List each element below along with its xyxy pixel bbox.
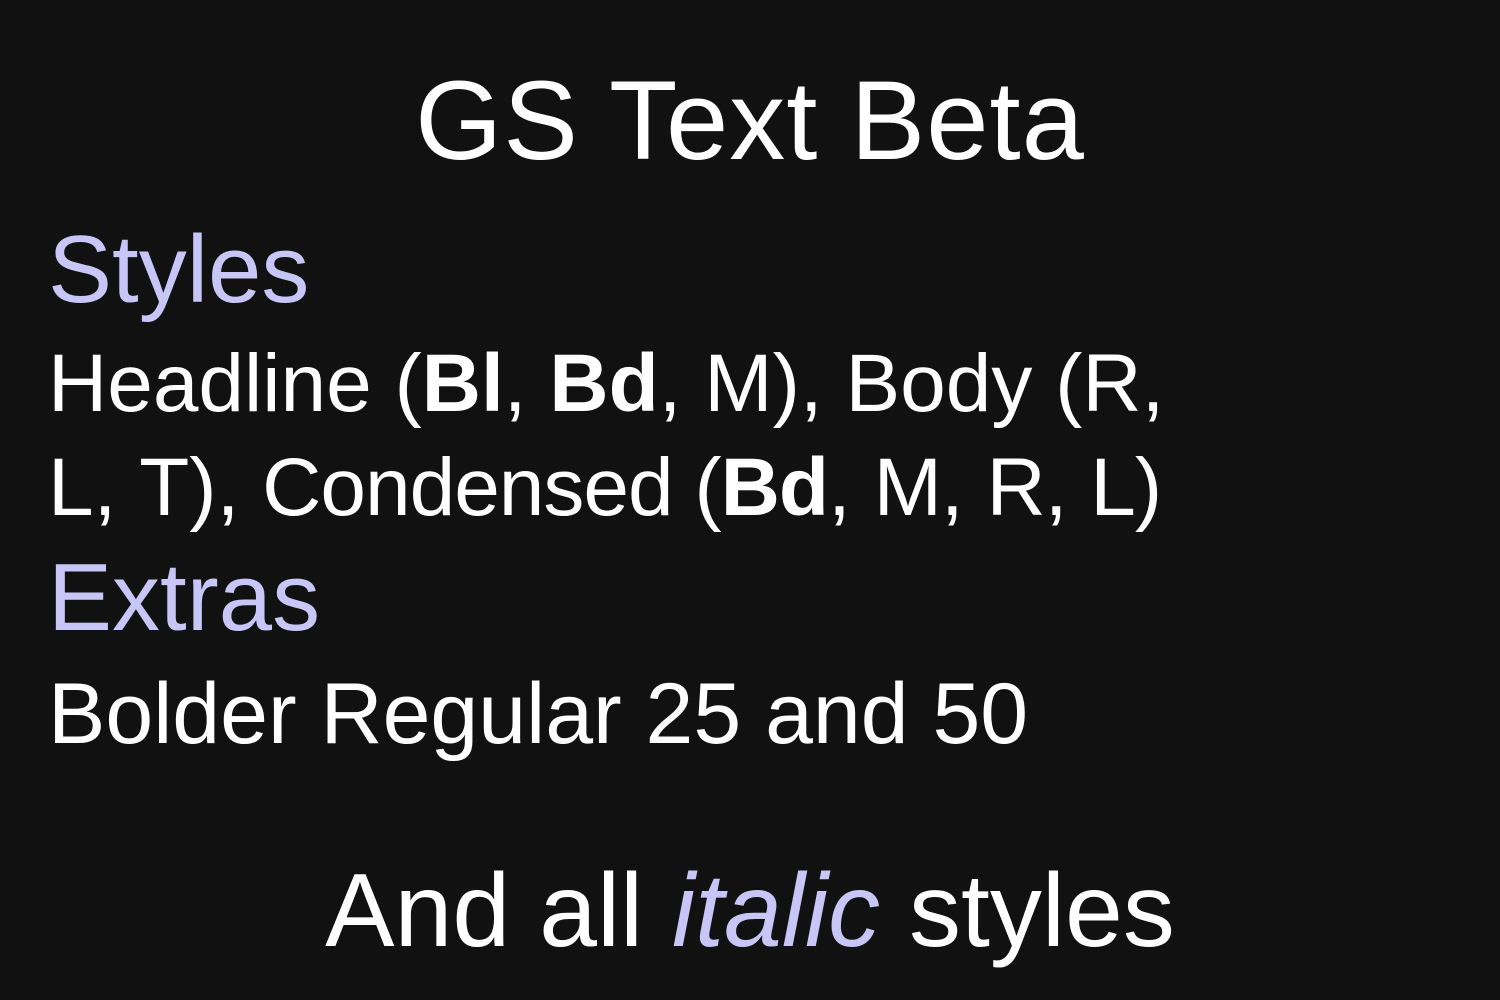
closing-line: And all italic styles <box>0 856 1500 966</box>
headline-label: Headline <box>48 338 372 429</box>
separator: , <box>828 442 874 533</box>
paren-close: ), <box>772 338 846 429</box>
style-condensed-regular: R <box>986 442 1045 533</box>
styles-heading: Styles <box>48 216 310 323</box>
extras-text: Bolder Regular 25 and 50 <box>48 666 1029 762</box>
separator: , <box>503 338 550 429</box>
page-title: GS Text Beta <box>415 58 1085 183</box>
paren-close: ), <box>189 442 263 533</box>
style-medium: M <box>704 338 773 429</box>
extras-heading: Extras <box>48 544 321 651</box>
closing-italic-word: italic <box>672 853 881 969</box>
separator: , <box>1044 442 1091 533</box>
separator: , <box>93 442 140 533</box>
paren-close: ) <box>1134 442 1163 533</box>
closing-suffix: styles <box>880 853 1175 969</box>
separator: , <box>940 442 987 533</box>
style-light: L <box>48 442 94 533</box>
style-condensed-bold: Bd <box>720 442 829 533</box>
style-condensed-light: L <box>1090 442 1136 533</box>
body-label: Body (R, <box>845 338 1165 429</box>
closing-prefix: And all <box>325 853 673 969</box>
separator: , <box>658 338 705 429</box>
paren-open: ( <box>371 338 422 429</box>
style-thin: T <box>139 442 190 533</box>
style-black: Bl <box>421 338 504 429</box>
styles-list: Headline (Bl, Bd, M), Body (R, L, T), Con… <box>48 332 1468 540</box>
style-condensed-medium: M <box>873 442 942 533</box>
style-bold: Bd <box>549 338 659 429</box>
condensed-label: Condensed ( <box>262 442 722 533</box>
